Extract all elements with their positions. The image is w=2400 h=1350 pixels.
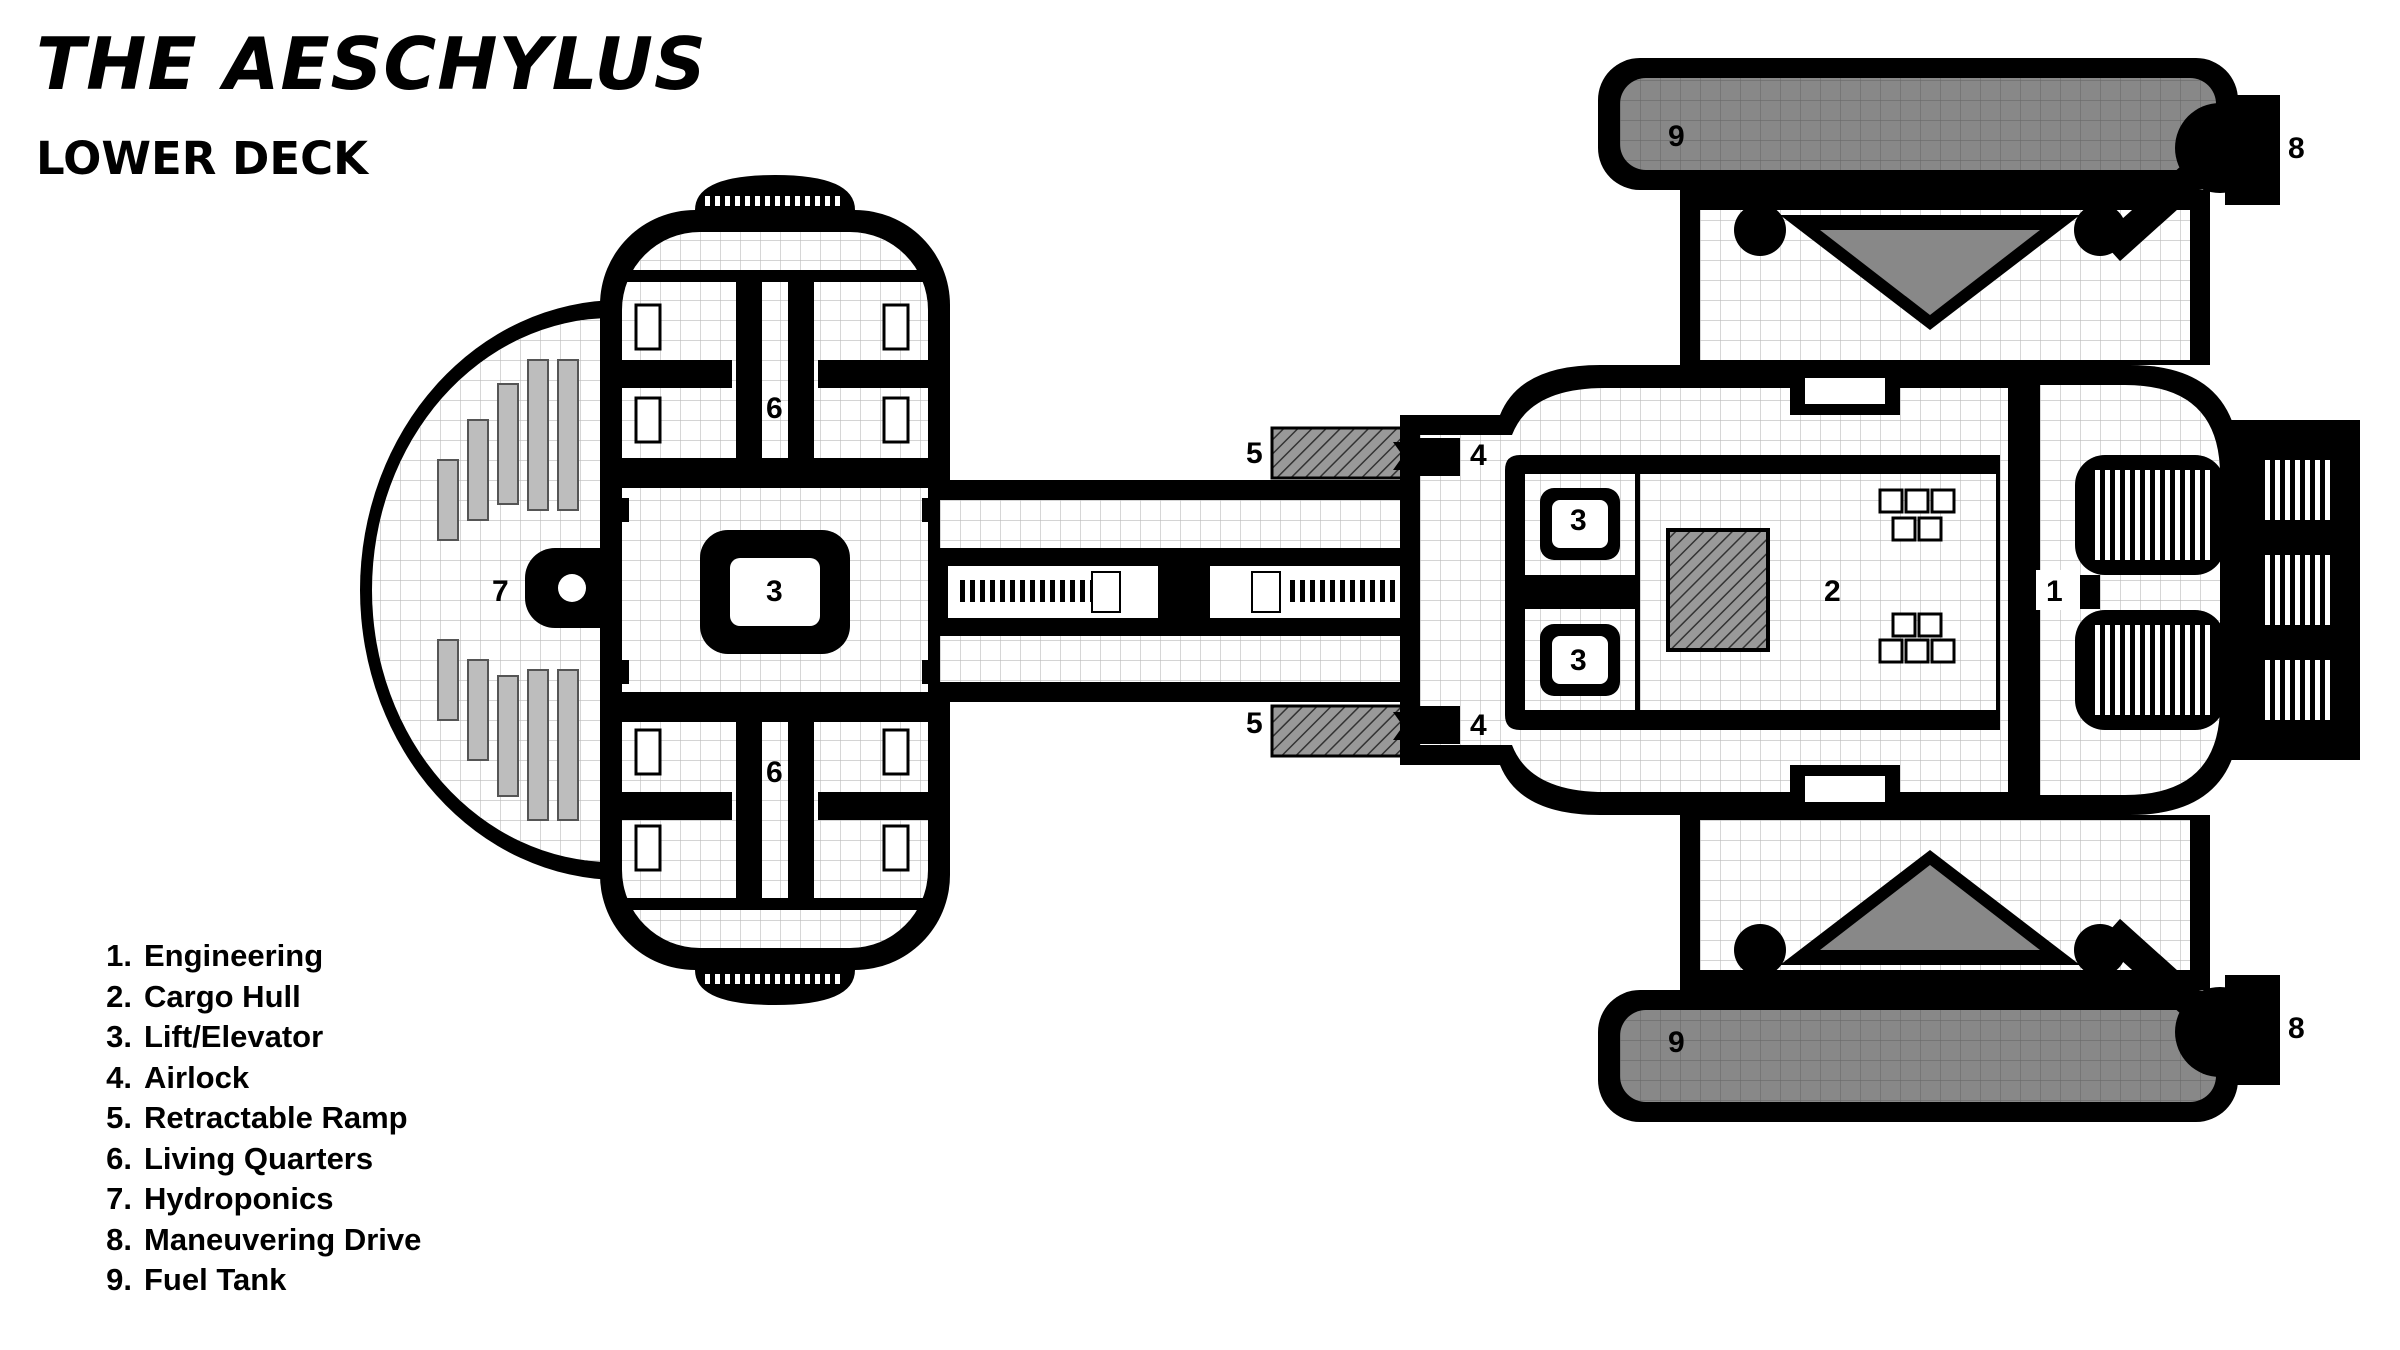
legend-item: 1. Engineering — [82, 936, 421, 977]
main-engines — [2075, 420, 2360, 760]
legend-label: Cargo Hull — [144, 978, 301, 1014]
label-airlock-bottom: 4 — [1470, 709, 1487, 742]
legend-item: 8. Maneuvering Drive — [82, 1220, 421, 1261]
legend-item: 6. Living Quarters — [82, 1139, 421, 1180]
label-hydroponics: 7 — [492, 575, 509, 608]
label-lift-bottom: 3 — [1570, 644, 1587, 677]
ramp-bottom — [1270, 704, 1404, 758]
crew-module — [600, 175, 950, 1005]
legend-label: Airlock — [144, 1059, 250, 1095]
legend-label: Hydroponics — [144, 1181, 334, 1216]
legend-label: Retractable Ramp — [144, 1100, 408, 1135]
label-cargo-hull: 2 — [1824, 575, 1841, 608]
main-hull — [1400, 365, 2030, 815]
map-title: THE AESCHYLUS — [36, 22, 707, 106]
legend-number: 4. — [106, 1059, 132, 1095]
legend-label: Living Quarters — [144, 1140, 374, 1176]
legend-label: Lift/Elevator — [144, 1019, 324, 1054]
map-legend: 1. Engineering 2. Cargo Hull 3. Lift/Elevat… — [82, 936, 421, 1301]
legend-item: 2. Cargo Hull — [82, 977, 421, 1018]
cargo-hatch — [1666, 528, 1770, 652]
hydroponics-bay — [360, 300, 630, 880]
airlock-markers — [1393, 442, 1457, 740]
legend-number: 3. — [106, 1019, 132, 1054]
label-engineering: 1 — [2046, 575, 2063, 608]
label-fuel-tank-top: 9 — [1668, 120, 1685, 153]
legend-number: 6. — [106, 1140, 132, 1176]
fuel-tank-top — [1598, 58, 2238, 190]
label-quarters-bottom: 6 — [766, 756, 783, 789]
legend-item: 3. Lift/Elevator — [82, 1017, 421, 1058]
legend-item: 7. Hydroponics — [82, 1179, 421, 1220]
legend-number: 9. — [106, 1262, 132, 1297]
legend-label: Engineering — [144, 938, 324, 973]
legend-item: 4. Airlock — [82, 1058, 421, 1099]
legend-label: Fuel Tank — [144, 1262, 287, 1297]
label-airlock-top: 4 — [1470, 439, 1487, 472]
label-lift-top: 3 — [1570, 504, 1587, 537]
legend-number: 1. — [106, 938, 132, 973]
legend-number: 2. — [106, 978, 132, 1014]
plant-beds — [437, 359, 579, 821]
ramps — [1270, 426, 1404, 758]
deck-subtitle: LOWER DECK — [36, 132, 369, 185]
label-drive-top: 8 — [2288, 132, 2305, 165]
ramp-top — [1270, 426, 1404, 480]
legend-label: Maneuvering Drive — [144, 1221, 422, 1257]
tank-support-struts — [1680, 190, 2210, 990]
fuel-tank-bottom — [1598, 990, 2238, 1122]
central-corridor — [940, 480, 1480, 702]
label-ramp-bottom: 5 — [1246, 707, 1263, 740]
legend-item: 9. Fuel Tank — [82, 1260, 421, 1301]
legend-number: 5. — [106, 1100, 132, 1135]
legend-number: 8. — [106, 1221, 132, 1257]
label-drive-bottom: 8 — [2288, 1012, 2305, 1045]
label-lift-crew: 3 — [766, 575, 783, 608]
legend-number: 7. — [106, 1181, 132, 1216]
label-fuel-tank-bottom: 9 — [1668, 1026, 1685, 1059]
maneuvering-drive-bottom — [2099, 918, 2280, 1085]
cargo-crates — [1878, 488, 1956, 664]
legend-item: 5. Retractable Ramp — [82, 1098, 421, 1139]
label-ramp-top: 5 — [1246, 437, 1263, 470]
maneuvering-drive-top — [2099, 95, 2280, 262]
room-labels: 1 2 3 3 3 4 4 5 5 6 6 7 8 8 9 9 — [492, 120, 2305, 1059]
label-quarters-top: 6 — [766, 392, 783, 425]
